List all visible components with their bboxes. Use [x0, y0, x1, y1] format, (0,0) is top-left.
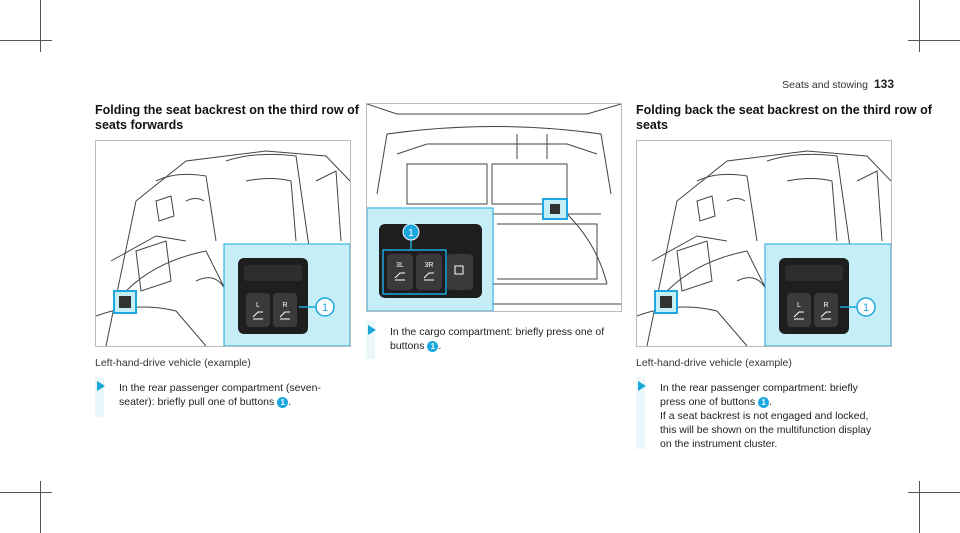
- step-arrow-icon: [97, 381, 105, 391]
- callout-1: 1: [863, 302, 869, 314]
- seat-illustration: L R 1: [637, 150, 891, 346]
- figure-cargo-compartment: 3L 3R 1: [366, 103, 622, 312]
- step-text-part: buttons: [390, 340, 425, 352]
- button-label-right: 3R: [425, 262, 434, 269]
- step-line: In the cargo compartment: briefly press …: [390, 326, 605, 338]
- seat-illustration: L R 1: [96, 150, 350, 346]
- instruction-step: In the rear passenger compartment (seven…: [95, 377, 345, 417]
- instruction-step: In the rear passenger compartment: brief…: [636, 377, 896, 451]
- crop-mark: [919, 0, 920, 52]
- callout-badge: 1: [277, 396, 289, 408]
- step-text: In the rear passenger compartment: brief…: [660, 381, 871, 451]
- section-heading: Folding the seat backrest on the third r…: [95, 103, 359, 133]
- figure-seat-fold-forward: L R 1: [95, 140, 351, 347]
- heading-line: Folding the seat backrest on the third r…: [95, 103, 359, 117]
- crop-mark: [0, 40, 52, 41]
- callout-1: 1: [322, 302, 328, 314]
- button-label-left: L: [256, 302, 260, 309]
- heading-line: seats forwards: [95, 118, 184, 132]
- button-label-left: L: [797, 302, 801, 309]
- step-line: In the rear passenger compartment: brief…: [660, 382, 858, 394]
- callout-1: 1: [408, 228, 414, 239]
- section-title: Seats and stowing: [782, 79, 868, 91]
- crop-mark: [908, 492, 960, 493]
- step-text: In the cargo compartment: briefly press …: [390, 325, 604, 353]
- step-text-end: .: [769, 396, 772, 408]
- page-number: 133: [873, 77, 894, 91]
- figure-caption: Left-hand-drive vehicle (example): [636, 357, 792, 369]
- heading-line: seats: [636, 118, 668, 132]
- bullet-bar: [366, 321, 375, 359]
- step-text-part: seater): briefly pull one of buttons: [119, 396, 275, 408]
- step-line: In the rear passenger compartment (seven…: [119, 382, 321, 394]
- step-line: If a seat backrest is not engaged and lo…: [660, 410, 869, 422]
- crop-mark: [40, 481, 41, 533]
- button-label-right: R: [823, 302, 828, 309]
- bullet-bar: [636, 377, 645, 449]
- step-line: on the instrument cluster.: [660, 438, 778, 450]
- crop-mark: [40, 0, 41, 52]
- step-text-end: .: [288, 396, 292, 408]
- figure-seat-fold-back: L R 1: [636, 140, 892, 347]
- bullet-bar: [95, 377, 104, 417]
- button-label-left: 3L: [396, 262, 404, 269]
- section-heading: Folding back the seat backrest on the th…: [636, 103, 932, 133]
- step-line: press one of buttons 1.: [660, 395, 871, 409]
- heading-line: Folding back the seat backrest on the th…: [636, 103, 932, 117]
- step-line: this will be shown on the multifunction …: [660, 424, 872, 436]
- cargo-illustration: 3L 3R 1: [367, 104, 621, 311]
- running-header: Seats and stowing 133: [782, 77, 894, 91]
- step-text: In the rear passenger compartment (seven…: [119, 381, 321, 409]
- callout-badge: 1: [427, 340, 439, 352]
- step-text-end: .: [438, 340, 442, 352]
- crop-mark: [0, 492, 52, 493]
- step-text-part: press one of buttons: [660, 396, 756, 408]
- crop-mark: [919, 481, 920, 533]
- crop-mark: [908, 40, 960, 41]
- step-arrow-icon: [368, 325, 376, 335]
- step-arrow-icon: [638, 381, 646, 391]
- step-line: buttons 1.: [390, 339, 604, 353]
- figure-caption: Left-hand-drive vehicle (example): [95, 357, 251, 369]
- button-label-right: R: [282, 302, 287, 309]
- callout-badge: 1: [758, 396, 770, 408]
- step-line: seater): briefly pull one of buttons 1.: [119, 395, 321, 409]
- instruction-step: In the cargo compartment: briefly press …: [366, 321, 626, 359]
